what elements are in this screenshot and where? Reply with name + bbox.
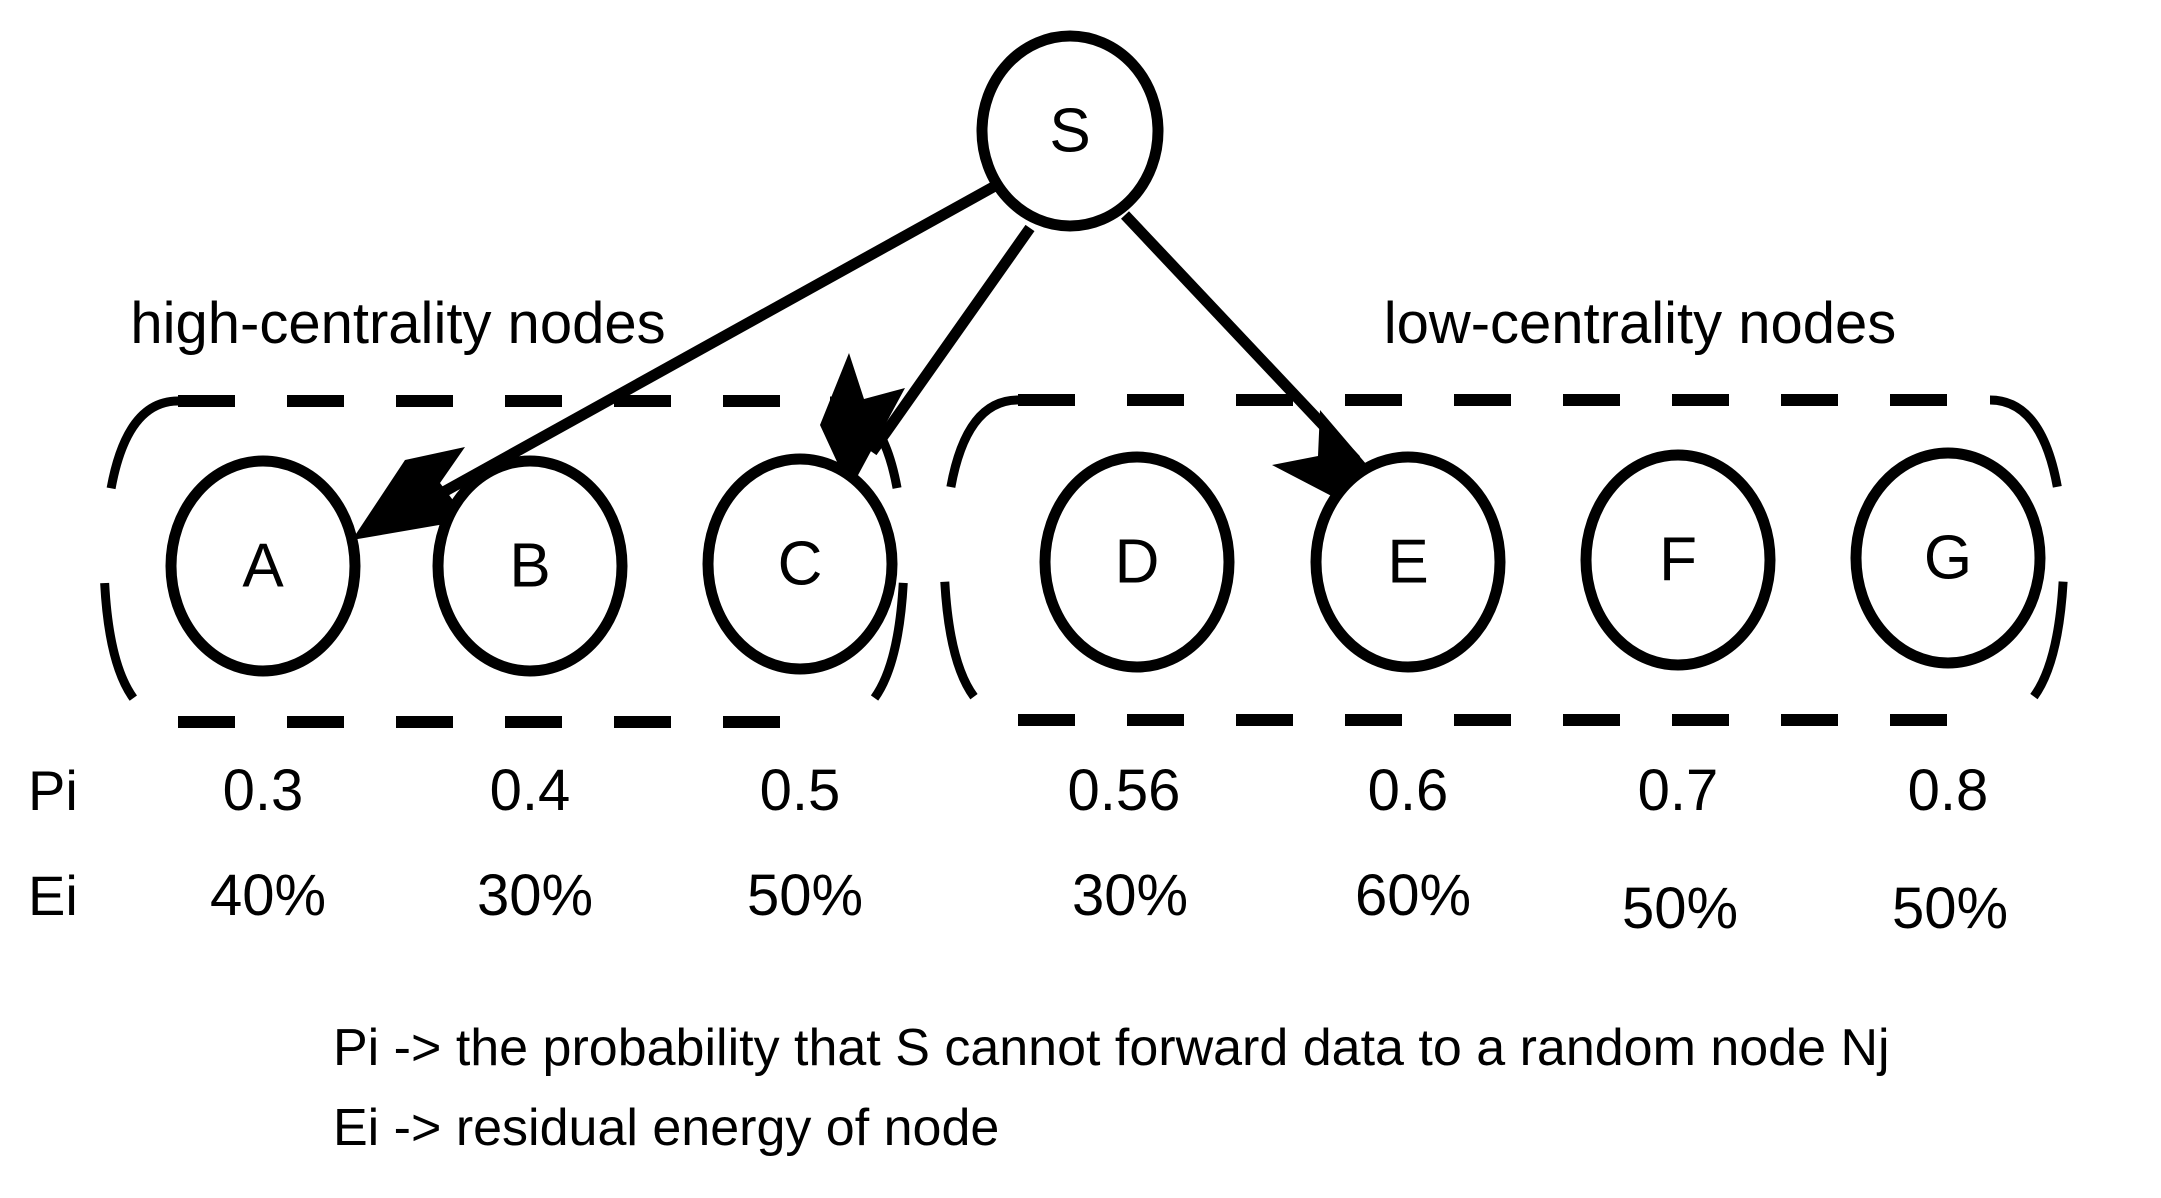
- node-b-label: B: [509, 532, 550, 601]
- row-key-pi: Pi: [28, 759, 78, 822]
- node-b[interactable]: B: [432, 455, 628, 677]
- node-d-label: D: [1115, 528, 1160, 597]
- value-pi-c: 0.5: [760, 758, 841, 823]
- arrow-head-a: [352, 447, 468, 540]
- node-c[interactable]: C: [702, 453, 898, 675]
- node-e[interactable]: E: [1310, 451, 1506, 673]
- node-s[interactable]: S: [976, 30, 1164, 232]
- node-d[interactable]: D: [1039, 451, 1235, 673]
- node-f-circle[interactable]: [1580, 449, 1776, 671]
- node-g-circle[interactable]: [1850, 447, 2046, 669]
- node-d-circle[interactable]: [1039, 451, 1235, 673]
- legend-line-pi: Pi -> the probability that S cannot forw…: [333, 1019, 1890, 1077]
- node-a-circle[interactable]: [165, 455, 361, 677]
- edge-line-s-c: [867, 224, 1035, 456]
- node-f[interactable]: F: [1580, 449, 1776, 671]
- bracket-low-centrality: [939, 394, 2069, 726]
- node-s-label: S: [1049, 97, 1090, 166]
- node-e-circle[interactable]: [1310, 451, 1506, 673]
- node-b-circle[interactable]: [432, 455, 628, 677]
- value-ei-e: 60%: [1355, 863, 1471, 928]
- edge-s-to-c: [820, 224, 1035, 490]
- value-ei-c: 50%: [747, 863, 863, 928]
- value-ei-d: 30%: [1072, 863, 1188, 928]
- value-pi-e: 0.6: [1368, 758, 1449, 823]
- value-ei-f: 50%: [1622, 876, 1738, 941]
- node-g[interactable]: G: [1850, 447, 2046, 669]
- bracket-left-open-arc: [99, 396, 179, 727]
- value-ei-b: 30%: [477, 863, 593, 928]
- node-s-circle[interactable]: [976, 30, 1164, 232]
- edge-s-to-a: [352, 181, 998, 540]
- bracket-left-close-arc: [829, 396, 909, 727]
- value-pi-a: 0.3: [223, 758, 304, 823]
- value-pi-b: 0.4: [490, 758, 571, 823]
- arrow-head-c: [820, 353, 905, 490]
- value-pi-f: 0.7: [1638, 758, 1719, 823]
- legend-line-ei: Ei -> residual energy of node: [333, 1099, 999, 1157]
- group-label-low-centrality: low-centrality nodes: [1384, 291, 1897, 356]
- node-f-label: F: [1659, 526, 1697, 595]
- value-pi-g: 0.8: [1908, 758, 1989, 823]
- group-label-high-centrality: high-centrality nodes: [130, 291, 665, 356]
- value-ei-a: 40%: [210, 863, 326, 928]
- value-ei-g: 50%: [1892, 876, 2008, 941]
- node-c-circle[interactable]: [702, 453, 898, 675]
- edge-line-s-e: [1120, 211, 1361, 464]
- bracket-right-close-arc: [1989, 395, 2069, 725]
- bracket-high-centrality: [99, 395, 909, 728]
- bracket-right-open-arc: [939, 395, 1019, 725]
- edge-line-s-a: [417, 181, 998, 510]
- node-a[interactable]: A: [165, 455, 361, 677]
- node-e-label: E: [1387, 528, 1428, 597]
- value-pi-d: 0.56: [1068, 758, 1181, 823]
- node-a-label: A: [242, 532, 284, 601]
- row-key-ei: Ei: [28, 864, 78, 927]
- node-c-label: C: [778, 530, 823, 599]
- node-g-label: G: [1924, 524, 1972, 593]
